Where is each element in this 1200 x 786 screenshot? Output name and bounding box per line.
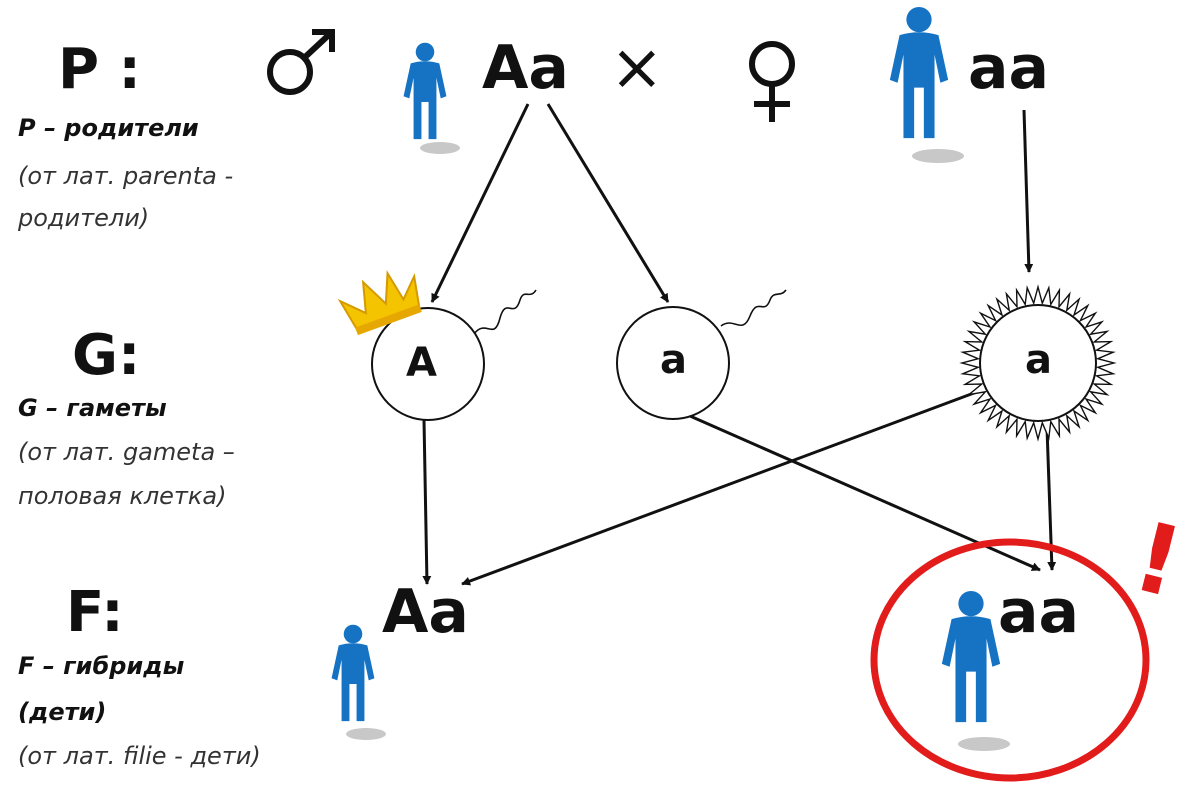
egg-a-circle (979, 304, 1097, 422)
child1-person-icon (331, 624, 386, 740)
child1-genotype: Aa (382, 577, 469, 647)
gamete-A-label: A (406, 340, 437, 386)
mother-genotype: aa (968, 33, 1049, 103)
highlight-circle (870, 538, 1150, 782)
gamete-a-circle (616, 306, 730, 420)
p-row-desc-2: родители) (18, 204, 150, 232)
child2-person-icon (941, 590, 1010, 751)
egg-a-label: a (1025, 337, 1052, 383)
female-symbol-icon (749, 41, 795, 122)
father-genotype: Aa (482, 33, 569, 103)
p-row-title: P – родители (18, 114, 199, 142)
arrow-egg-to-Aa (461, 388, 983, 586)
g-row-desc-1: (от лат. gameta – (18, 438, 235, 466)
p-row-desc-1: (от лат. parenta - (18, 162, 234, 190)
crown-icon (337, 269, 422, 336)
f-row-desc-1: (от лат. filie - дети) (18, 742, 261, 770)
arrow-mother-to-egg (1022, 109, 1034, 273)
arrow-father-to-A (430, 103, 530, 303)
sperm-tail-icon (720, 289, 787, 327)
g-row-desc-2: половая клетка) (18, 482, 227, 510)
arrow-father-to-a (546, 103, 670, 303)
mother-person-icon (889, 6, 964, 163)
male-symbol-icon (267, 29, 335, 95)
f-row-title-1: F – гибриды (18, 652, 185, 680)
g-row-title: G – гаметы (18, 394, 167, 422)
arrow-A-to-Aa (422, 419, 432, 585)
father-person-icon (403, 42, 460, 154)
g-row-label: G: (72, 323, 141, 388)
gamete-a-label: a (660, 337, 687, 383)
f-row-title-2: (дети) (18, 698, 107, 726)
cross-arrows (422, 103, 1057, 586)
sperm-tail-icon (473, 289, 537, 335)
child2-genotype: aa (998, 577, 1079, 647)
gamete-A-circle (371, 307, 485, 421)
cross-sign: × (610, 31, 664, 105)
p-row-label: P : (58, 37, 141, 102)
f-row-label: F: (66, 580, 124, 645)
